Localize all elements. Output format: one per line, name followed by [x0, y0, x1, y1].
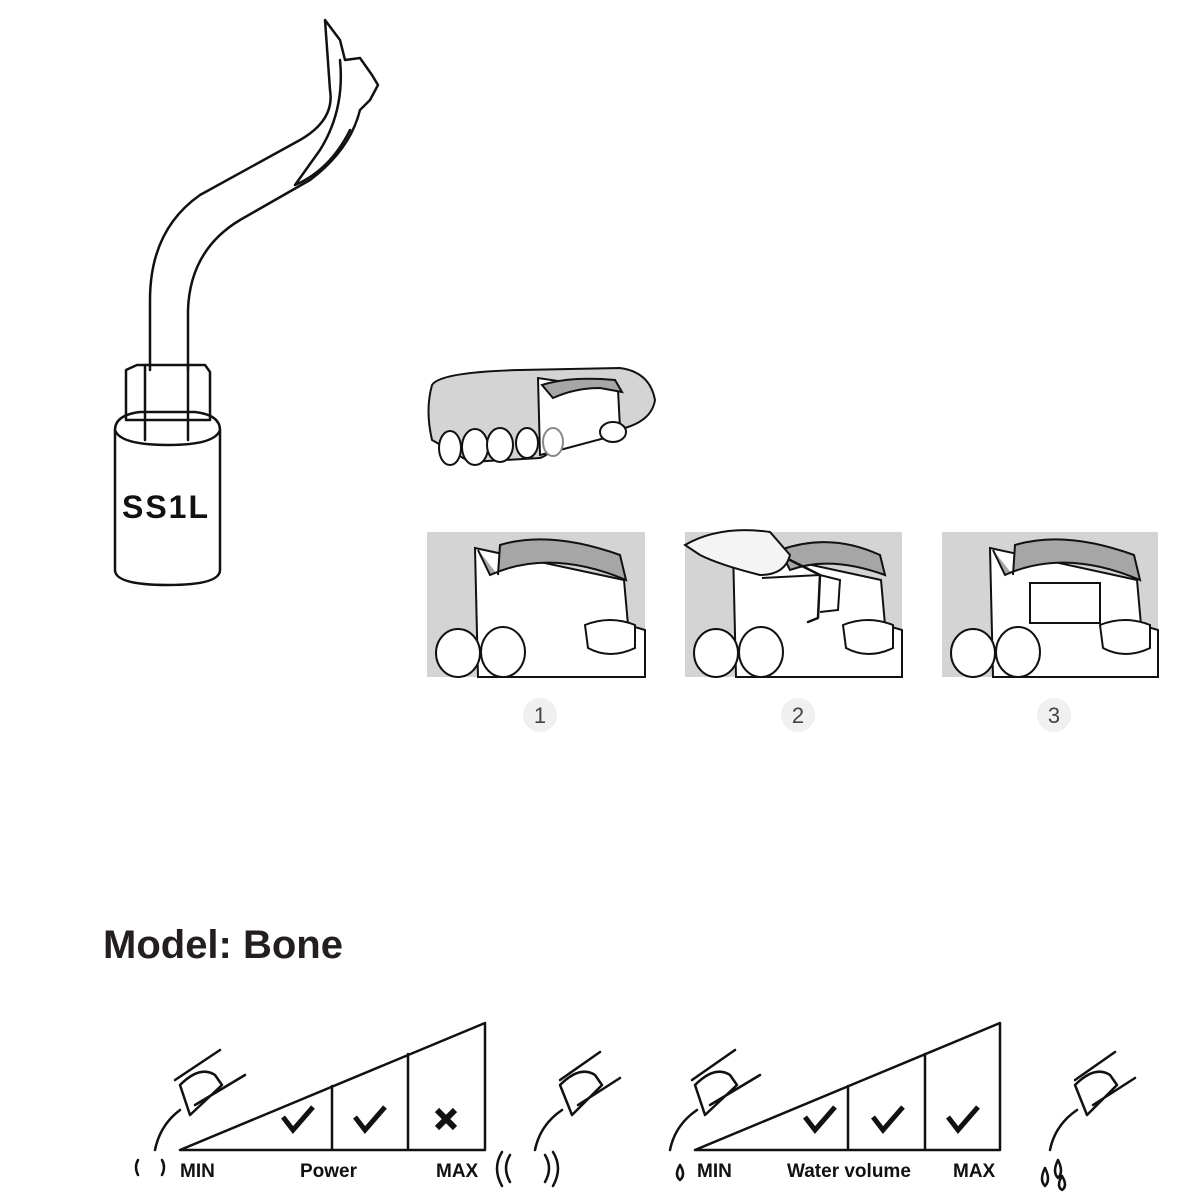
drawing-stroke [1029, 582, 1101, 624]
drawing-stroke [143, 363, 190, 442]
drawing-stroke: 2 [792, 703, 804, 728]
power-min-label: MIN [180, 1161, 215, 1182]
drawing-stroke: 1 [534, 703, 546, 728]
step-number-2: 2 [781, 698, 815, 732]
drawing-stroke [148, 18, 380, 372]
drawing-stroke [781, 698, 815, 732]
step-panel-2 [683, 529, 903, 678]
drawing-stroke [540, 377, 624, 400]
check-icon [281, 1105, 315, 1134]
drawing-stroke [841, 619, 894, 655]
drawing-stroke [293, 58, 352, 187]
drawing-stroke [1098, 619, 1151, 655]
water-max-label: MAX [953, 1161, 996, 1182]
drawing-stroke [992, 538, 1142, 582]
water-volume-label: Water volume [787, 1161, 911, 1182]
drawing-stroke [693, 628, 739, 678]
drawing-stroke [124, 363, 212, 422]
drawing-stroke [461, 428, 489, 466]
drawing-stroke [438, 421, 627, 466]
drawing-stroke [438, 430, 462, 466]
power-scale: MIN Power MAX [134, 1021, 622, 1188]
drawing-stroke [675, 1163, 685, 1182]
check-icon [803, 1105, 837, 1134]
drawing-stroke [435, 619, 636, 678]
drawing-stroke [693, 619, 894, 678]
drawing-stroke [495, 1150, 560, 1188]
drawing-stroke [477, 538, 628, 582]
handpiece-low-water-icon [668, 1048, 762, 1182]
power-label: Power [300, 1161, 358, 1182]
drawing-stroke [533, 1050, 622, 1152]
drawing-stroke [1040, 1158, 1067, 1192]
drawing-stroke: 3 [1048, 703, 1060, 728]
step-panel-1 [427, 532, 646, 678]
drawing-stroke [153, 1048, 247, 1152]
drawing-stroke [693, 1021, 1002, 1152]
drawing-stroke [435, 628, 481, 678]
drawing-stroke [480, 626, 526, 678]
drawing-stroke [950, 619, 1151, 678]
drawing-stroke [113, 410, 222, 587]
water-volume-scale: MIN Water volume MAX [668, 1021, 1137, 1192]
surgical-tip-drawing: SS1L [113, 18, 380, 587]
drawing-stroke [683, 529, 792, 577]
drawing-stroke [486, 427, 514, 463]
check-icon [871, 1105, 905, 1134]
drawing-stroke [583, 619, 636, 655]
drawing-stroke [788, 558, 822, 624]
drawing-stroke [542, 427, 564, 457]
jaw-overview-illustration [427, 366, 657, 466]
model-title: Model: Bone [103, 923, 343, 967]
drawing-stroke [761, 573, 842, 613]
drawing-stroke [515, 427, 539, 459]
step-number-1: 1 [523, 698, 557, 732]
handpiece-low-power-icon [134, 1048, 247, 1177]
drawing-stroke [738, 626, 784, 678]
drawing-stroke [668, 1048, 762, 1152]
check-icon [353, 1105, 387, 1134]
handpiece-high-water-icon [1040, 1050, 1137, 1192]
step-number-3: 3 [1037, 698, 1071, 732]
drawing-stroke [1037, 698, 1071, 732]
check-icon [946, 1105, 980, 1134]
drawing-stroke [523, 698, 557, 732]
drawing-stroke [950, 628, 996, 678]
drawing-stroke [995, 626, 1041, 678]
drawing-stroke [113, 428, 222, 447]
handpiece-high-power-icon [495, 1050, 622, 1188]
drawing-stroke [134, 1158, 166, 1177]
drawing-stroke [599, 421, 627, 443]
power-max-label: MAX [436, 1161, 479, 1182]
drawing-stroke [1048, 1050, 1137, 1152]
water-min-label: MIN [697, 1161, 732, 1182]
step-panel-3 [942, 532, 1159, 678]
model-code-label: SS1L [122, 489, 210, 525]
cross-icon [434, 1107, 458, 1131]
drawing-stroke [778, 541, 887, 577]
drawing-stroke [178, 1021, 487, 1152]
